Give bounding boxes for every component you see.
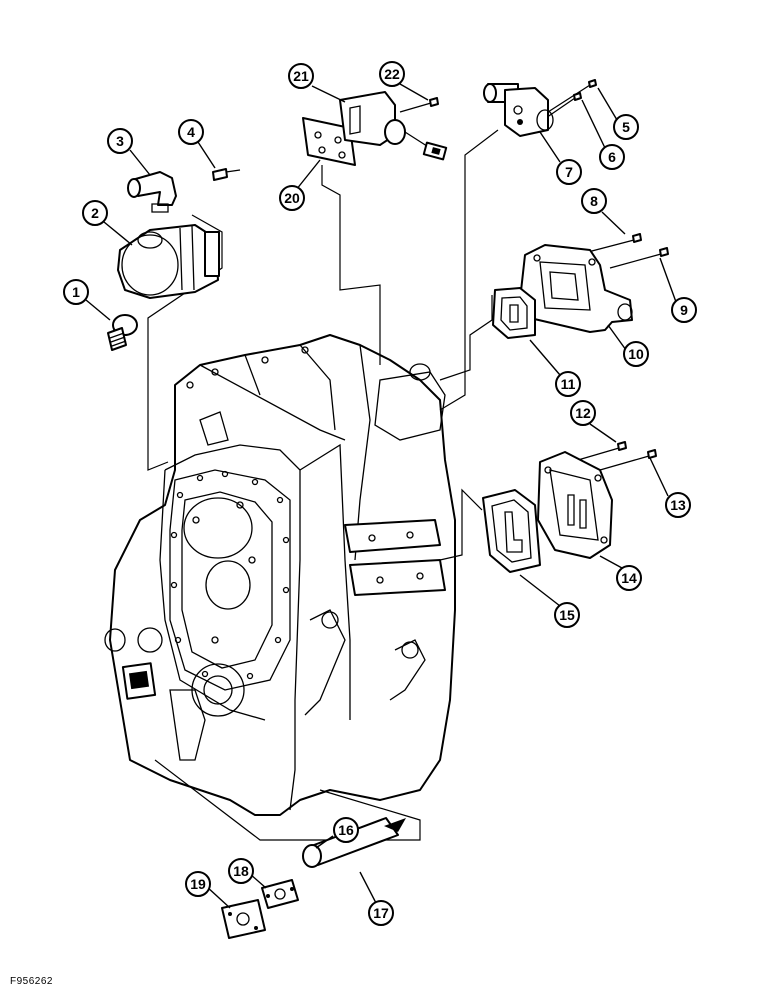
callout-number: 20 bbox=[284, 190, 300, 206]
callout-circle bbox=[613, 114, 639, 140]
callout-circle bbox=[107, 128, 133, 154]
bolts-part-8-9 bbox=[587, 233, 669, 269]
callout-circle bbox=[623, 341, 649, 367]
transmission-housing bbox=[104, 334, 456, 816]
callout-circle bbox=[82, 200, 108, 226]
callout-circle bbox=[185, 871, 211, 897]
screw-part-22 bbox=[399, 97, 439, 113]
callout-18: 18 bbox=[228, 858, 254, 884]
cover-part-14 bbox=[537, 451, 613, 559]
callout-circle bbox=[581, 188, 607, 214]
callout-number: 8 bbox=[590, 193, 598, 209]
control-valve-part-10 bbox=[519, 244, 633, 333]
callout-9: 9 bbox=[671, 297, 697, 323]
elbow-part-3 bbox=[127, 171, 177, 213]
bolt-part-4 bbox=[212, 168, 241, 181]
callout-number: 22 bbox=[384, 66, 400, 82]
callout-circle bbox=[555, 371, 581, 397]
callout-4: 4 bbox=[178, 119, 204, 145]
callout-number: 15 bbox=[559, 607, 575, 623]
callout-number: 17 bbox=[373, 905, 389, 921]
callout-circle bbox=[279, 185, 305, 211]
callout-circle bbox=[63, 279, 89, 305]
callout-14: 14 bbox=[616, 565, 642, 591]
callout-circle bbox=[333, 817, 359, 843]
callout-number: 16 bbox=[338, 822, 354, 838]
callout-16: 16 bbox=[333, 817, 359, 843]
callout-circle bbox=[379, 61, 405, 87]
gasket-part-11 bbox=[492, 287, 536, 339]
callout-circle bbox=[554, 602, 580, 628]
callout-6: 6 bbox=[599, 144, 625, 170]
bolts-part-5-6 bbox=[539, 79, 597, 123]
callout-circle bbox=[671, 297, 697, 323]
callout-20: 20 bbox=[279, 185, 305, 211]
callout-21: 21 bbox=[288, 63, 314, 89]
callout-number: 6 bbox=[608, 149, 616, 165]
callout-10: 10 bbox=[623, 341, 649, 367]
callout-number: 21 bbox=[293, 68, 309, 84]
callout-circle bbox=[178, 119, 204, 145]
callout-number: 7 bbox=[565, 164, 573, 180]
callout-11: 11 bbox=[555, 371, 581, 397]
callout-number: 9 bbox=[680, 302, 688, 318]
callout-2: 2 bbox=[82, 200, 108, 226]
callout-5: 5 bbox=[613, 114, 639, 140]
callout-number: 3 bbox=[116, 133, 124, 149]
gasket-part-20 bbox=[302, 117, 356, 166]
gasket-part-15 bbox=[482, 489, 541, 573]
pump-part-2 bbox=[117, 224, 220, 299]
assembly-guide-lines bbox=[147, 129, 499, 841]
callout-number: 11 bbox=[561, 376, 576, 392]
callout-number: 13 bbox=[670, 497, 686, 513]
plate-part-19 bbox=[221, 899, 266, 939]
figure-reference-code: F956262 bbox=[10, 976, 53, 987]
callout-22: 22 bbox=[379, 61, 405, 87]
callout-12: 12 bbox=[570, 400, 596, 426]
callout-circle bbox=[616, 565, 642, 591]
callout-number: 4 bbox=[187, 124, 195, 140]
callout-17: 17 bbox=[368, 900, 394, 926]
callout-circle bbox=[368, 900, 394, 926]
gasket-part-18 bbox=[261, 879, 299, 909]
callout-number: 18 bbox=[233, 863, 249, 879]
callout-8: 8 bbox=[581, 188, 607, 214]
callout-7: 7 bbox=[556, 159, 582, 185]
valve-part-7 bbox=[483, 83, 554, 137]
callout-number: 12 bbox=[575, 405, 591, 421]
callout-circle bbox=[288, 63, 314, 89]
callout-number: 5 bbox=[622, 119, 630, 135]
callout-19: 19 bbox=[185, 871, 211, 897]
callout-circle bbox=[570, 400, 596, 426]
callout-number: 1 bbox=[72, 284, 80, 300]
callout-circle bbox=[599, 144, 625, 170]
callout-number: 2 bbox=[91, 205, 99, 221]
callout-3: 3 bbox=[107, 128, 133, 154]
callout-number: 14 bbox=[621, 570, 637, 586]
callout-circle bbox=[556, 159, 582, 185]
bolts-part-12-13 bbox=[577, 441, 657, 471]
callout-circle bbox=[665, 492, 691, 518]
leader-lines bbox=[85, 83, 677, 909]
fitting-part-1 bbox=[107, 314, 138, 351]
callout-number: 19 bbox=[190, 876, 206, 892]
callout-1: 1 bbox=[63, 279, 89, 305]
callout-13: 13 bbox=[665, 492, 691, 518]
solenoid-part-21 bbox=[339, 91, 448, 161]
callout-circle bbox=[228, 858, 254, 884]
callout-15: 15 bbox=[554, 602, 580, 628]
callout-number: 10 bbox=[628, 346, 644, 362]
